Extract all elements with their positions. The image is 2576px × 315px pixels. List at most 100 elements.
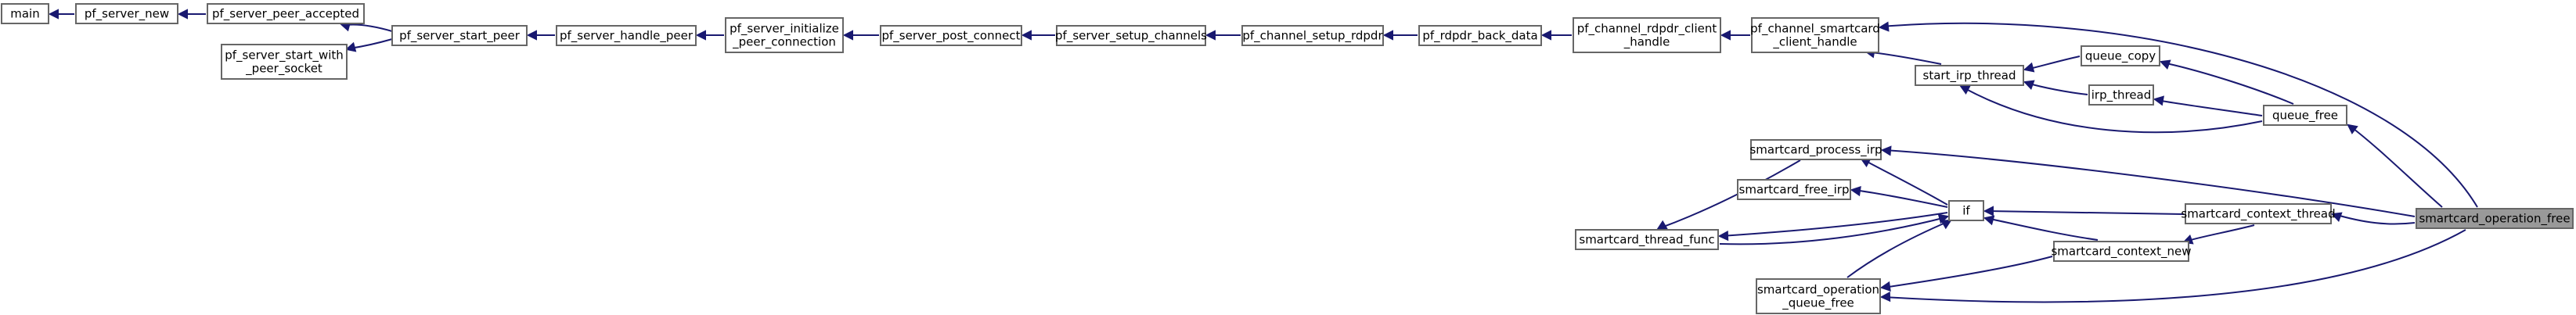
arrowhead-icon: [526, 30, 537, 41]
arrowhead-icon: [2023, 80, 2035, 90]
node-pf-server-handle-peer[interactable]: pf_server_handle_peer: [556, 25, 697, 46]
edge-smartcard-client-handle-to-rdpdr-client-handle: [1720, 30, 1750, 41]
node-label: smartcard_operation_free: [2419, 212, 2570, 227]
edge-line: [1719, 217, 1947, 245]
edge-if-to-free-irp: [1850, 185, 1948, 208]
edge-context-new-to-queue-free-op: [1879, 256, 2053, 292]
node-pf-server-new[interactable]: pf_server_new: [75, 3, 178, 24]
node-smartcard-operation-free[interactable]: smartcard_operation_free: [2416, 208, 2574, 229]
arrowhead-icon: [1656, 220, 1668, 231]
node-label: pf_channel_setup_rdpdr: [1242, 29, 1383, 44]
node-label: pf_server_start_with: [225, 48, 344, 63]
node-label: smartcard_free_irp: [1739, 183, 1850, 198]
node-box: [1948, 200, 1984, 221]
arrowhead-icon: [1879, 292, 1891, 302]
edge-irp-thread-to-start-irp-thread: [2023, 80, 2088, 95]
edge-context-thread-to-if: [1983, 206, 2185, 217]
node-box: [221, 44, 348, 80]
node-box: [1737, 179, 1851, 200]
edge-line: [1870, 52, 1942, 65]
node-label: start_irp_thread: [1923, 69, 2016, 84]
node-queue-copy[interactable]: queue_copy: [2081, 45, 2160, 66]
node-queue-free[interactable]: queue_free: [2263, 105, 2347, 126]
node-box: [1, 3, 49, 24]
node-label: if: [1962, 204, 1970, 218]
arrowhead-icon: [48, 9, 59, 20]
node-label: smartcard_context_thread: [2181, 207, 2335, 222]
node-pf-server-start-with-peer-socket[interactable]: pf_server_start_with_peer_socket: [221, 44, 348, 80]
edge-queue-free-to-queue-copy: [2159, 59, 2294, 105]
edge-line: [1964, 88, 2263, 134]
node-label: pf_server_post_connect: [882, 29, 1021, 44]
node-smartcard-operation-queue-free[interactable]: smartcard_operation_queue_free: [1756, 278, 1881, 314]
edge-line: [1846, 220, 1950, 278]
arrowhead-icon: [1720, 30, 1731, 41]
node-smartcard-free-irp[interactable]: smartcard_free_irp: [1737, 179, 1851, 200]
node-smartcard-process-irp[interactable]: smartcard_process_irp: [1749, 139, 1882, 160]
node-pf-server-setup-channels[interactable]: pf_server_setup_channels: [1055, 25, 1207, 46]
node-box: [1056, 25, 1206, 46]
node-smartcard-context-new[interactable]: smartcard_context_new: [2051, 241, 2192, 262]
node-box: [2088, 84, 2154, 106]
node-label: pf_server_setup_channels: [1055, 29, 1207, 44]
node-label: pf_server_start_peer: [399, 29, 521, 44]
node-box: [1573, 17, 1721, 53]
node-label: _peer_connection: [732, 35, 836, 50]
arrowhead-icon: [2023, 62, 2035, 73]
node-pf-channel-smartcard-client-handle[interactable]: pf_channel_smartcard_client_handle: [1750, 17, 1880, 53]
node-pf-channel-rdpdr-client-handle[interactable]: pf_channel_rdpdr_client_handle: [1573, 17, 1721, 53]
arrowhead-icon: [1878, 21, 1890, 32]
edge-line: [1883, 149, 2416, 217]
node-smartcard-context-thread[interactable]: smartcard_context_thread: [2181, 203, 2336, 224]
edge-setup-channels-to-post-connect: [1021, 30, 1055, 41]
node-label: irp_thread: [2091, 88, 2152, 103]
arrowhead-icon: [1880, 145, 1892, 156]
node-pf-channel-setup-rdpdr[interactable]: pf_channel_setup_rdpdr: [1241, 25, 1384, 46]
arrowhead-icon: [2153, 95, 2164, 106]
node-main[interactable]: main: [1, 3, 49, 24]
node-smartcard-thread-func[interactable]: smartcard_thread_func: [1575, 229, 1719, 250]
edge-setup-rdpdr-to-setup-channels: [1205, 30, 1241, 41]
edge-operation-free-to-smartcard-client-handle: [1878, 21, 2478, 208]
node-pf-server-start-peer[interactable]: pf_server_start_peer: [391, 25, 528, 46]
arrowhead-icon: [2330, 212, 2343, 222]
edge-operation-free-to-queue-free: [2347, 123, 2443, 208]
node-pf-server-peer-accepted[interactable]: pf_server_peer_accepted: [207, 3, 365, 24]
node-label: pf_server_initialize: [730, 22, 839, 37]
node-label: pf_channel_smartcard: [1750, 22, 1880, 37]
node-pf-rdpdr-back-data[interactable]: pf_rdpdr_back_data: [1418, 25, 1542, 46]
edge-post-connect-to-initialize: [842, 30, 879, 41]
node-pf-server-post-connect[interactable]: pf_server_post_connect: [880, 25, 1022, 46]
arrowhead-icon: [344, 41, 357, 52]
node-label: smartcard_thread_func: [1579, 233, 1714, 248]
edge-queue-free-op-to-if: [1846, 219, 1952, 278]
node-box: [880, 25, 1022, 46]
node-irp-thread[interactable]: irp_thread: [2088, 84, 2154, 106]
edge-line: [2026, 55, 2081, 70]
edge-line: [1659, 159, 1801, 229]
edge-line: [2349, 125, 2443, 208]
node-label: _queue_free: [1782, 296, 1854, 311]
node-start-irp-thread[interactable]: start_irp_thread: [1915, 65, 2024, 86]
arrowhead-icon: [842, 30, 853, 41]
node-box: [1915, 65, 2024, 86]
node-if[interactable]: if: [1948, 200, 1984, 221]
node-label: smartcard_process_irp: [1749, 143, 1882, 158]
edge-line: [2333, 213, 2416, 225]
arrowhead-icon: [1382, 30, 1393, 41]
arrowhead-icon: [1940, 219, 1952, 230]
edge-line: [1882, 229, 2466, 303]
edge-rdpdr-client-handle-to-back-data: [1540, 30, 1572, 41]
node-label: pf_server_handle_peer: [560, 29, 694, 44]
edge-if-to-thread-func: [1717, 212, 1948, 242]
node-pf-server-initialize-peer-connection[interactable]: pf_server_initialize_peer_connection: [725, 17, 844, 53]
node-box: [207, 3, 365, 24]
edge-initialize-to-handle-peer: [695, 30, 724, 41]
arrowhead-icon: [2159, 59, 2171, 70]
edge-queue-free-to-start-irp-thread: [1959, 84, 2263, 134]
edge-handle-peer-to-start-peer: [526, 30, 555, 41]
node-box: [1575, 229, 1719, 250]
edge-operation-free-to-process-irp: [1880, 145, 2416, 217]
edge-peer-accepted-to-server-new: [177, 9, 206, 20]
